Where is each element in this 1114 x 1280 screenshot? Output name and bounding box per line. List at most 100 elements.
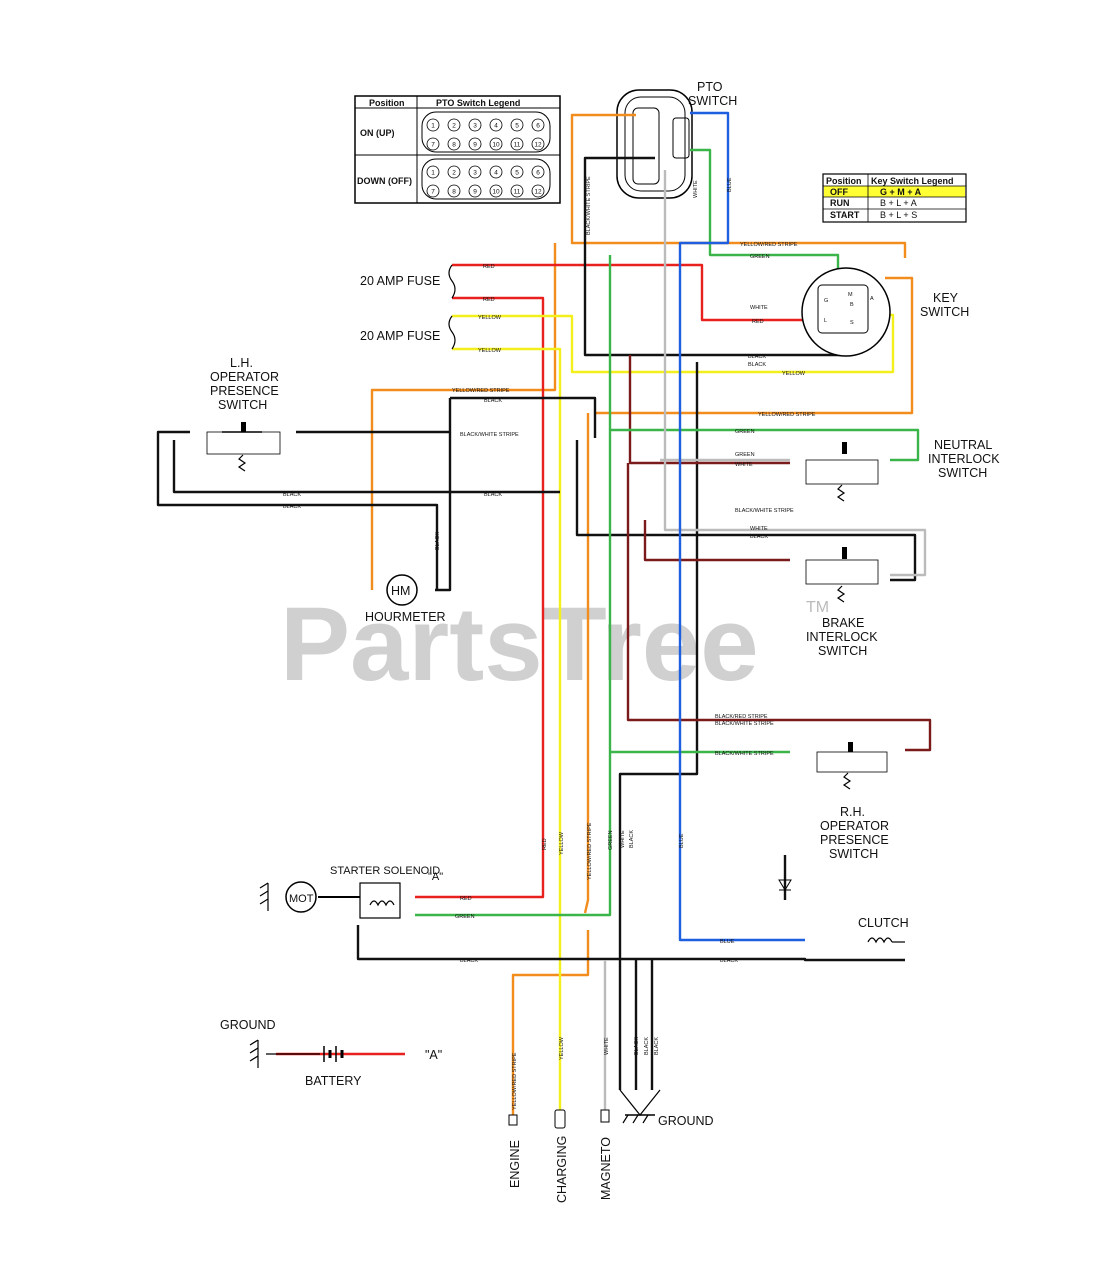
wire-label-white-v2: WHITE	[693, 180, 699, 198]
pto-pin	[447, 118, 461, 132]
hourmeter-symbol: HM	[391, 584, 410, 598]
watermark: PartsTree	[280, 586, 759, 703]
wire-label-black-1: BLACK	[484, 398, 502, 404]
key-pin-g: G	[824, 298, 828, 304]
pto-pin	[510, 137, 524, 151]
wire-label-black-white-v: BLACK/WHITE STRIPE	[586, 176, 592, 235]
wire-label-black-9: BLACK	[720, 958, 738, 964]
wire-label-white-1: WHITE	[750, 305, 768, 311]
pto-pin	[426, 184, 440, 198]
pto-pin	[489, 184, 503, 198]
wire-label-blue-v: BLUE	[679, 833, 685, 848]
neutral-interlock-switch: NEUTRAL INTERLOCK SWITCH	[805, 438, 1000, 502]
pto-pin-number: 4	[494, 123, 498, 130]
rh-switch-label-2: OPERATOR	[820, 819, 889, 833]
pto-pin-number: 12	[534, 142, 542, 149]
wire-label-black-v4: BLACK	[644, 1037, 650, 1055]
pto-pin-number: 10	[492, 142, 500, 149]
pto-pin	[447, 165, 461, 179]
wire-label-white-v3: WHITE	[604, 1037, 610, 1055]
starter-solenoid-label: STARTER SOLENOID	[330, 865, 440, 877]
key-legend-off: OFF	[830, 187, 848, 197]
pto-pin	[531, 137, 545, 151]
wire-label-black-white-2: BLACK/WHITE STRIPE	[735, 508, 794, 514]
wire-label-green-3: GREEN	[735, 452, 755, 458]
pto-legend-table: Position PTO Switch Legend ON (UP) DOWN …	[354, 95, 561, 204]
wire-label-black-4: BLACK	[484, 492, 502, 498]
key-legend-off-value: G + M + A	[880, 187, 922, 197]
pto-pin-number: 10	[492, 189, 500, 196]
wire-label-blue-v2: BLUE	[727, 177, 733, 192]
pto-pin	[489, 165, 503, 179]
pto-pin	[531, 184, 545, 198]
battery: GROUND BATTERY "A"	[220, 1018, 442, 1088]
wire-label-yellow-v: YELLOW	[559, 831, 565, 855]
wire-label-yellow-2: YELLOW	[478, 348, 502, 354]
pto-legend-row-down: DOWN (OFF)	[357, 176, 412, 186]
hourmeter-label: HOURMETER	[365, 610, 446, 624]
pto-pin-number: 2	[452, 123, 456, 130]
key-switch: G M B L A S KEY SWITCH	[801, 267, 969, 357]
pto-pin	[489, 137, 503, 151]
pto-pin-number: 3	[473, 123, 477, 130]
motor-symbol: MOT	[289, 893, 314, 905]
wire-label-black-v2: BLACK	[435, 532, 441, 550]
wire-label-yellow-v2: YELLOW	[559, 1036, 565, 1060]
pto-pin	[510, 165, 524, 179]
lh-switch-label-4: SWITCH	[218, 398, 267, 412]
pto-pin-number: 11	[514, 142, 521, 149]
wire-label-black-7: BLACK	[750, 534, 768, 540]
pto-pin-number: 1	[431, 123, 435, 130]
wire-label-red-1: RED	[483, 264, 495, 270]
wire-label-white-2: WHITE	[735, 462, 753, 468]
brake-switch-label-2: INTERLOCK	[806, 630, 878, 644]
pto-pin-number: 5	[515, 170, 519, 177]
key-legend-start: START	[830, 210, 860, 220]
wire-label-black-v5: BLACK	[654, 1037, 660, 1055]
wire-label-white-3: WHITE	[750, 526, 768, 532]
key-legend-table: Position Key Switch Legend OFF G + M + A…	[822, 173, 967, 223]
wire-label-red-3: RED	[752, 319, 764, 325]
pto-legend-row-on: ON (UP)	[360, 128, 395, 138]
pto-pin-number: 4	[494, 170, 498, 177]
pto-pin	[426, 118, 440, 132]
wire-label-yellow-red-2: YELLOW/RED STRIPE	[740, 242, 798, 248]
pto-pin-number: 7	[431, 142, 435, 149]
wire-label-black-3: BLACK	[283, 504, 301, 510]
pto-pin-number: 11	[514, 189, 521, 196]
wire-label-black-v: BLACK	[629, 830, 635, 848]
neutral-switch-label-3: SWITCH	[938, 466, 987, 480]
pto-pin-number: 2	[452, 170, 456, 177]
wire-label-red-2: RED	[483, 297, 495, 303]
lh-switch-label-3: PRESENCE	[210, 384, 279, 398]
pto-pin-number: 8	[452, 142, 456, 149]
battery-label: BATTERY	[305, 1074, 362, 1088]
pto-legend-header-title: PTO Switch Legend	[436, 98, 520, 108]
lh-switch-label-2: OPERATOR	[210, 370, 279, 384]
wire-label-red-4: RED	[460, 896, 472, 902]
key-pin-s: S	[850, 320, 854, 326]
pto-pin-number: 9	[473, 142, 477, 149]
starter-solenoid: MOT STARTER SOLENOID "A"	[259, 865, 443, 919]
key-legend-header-position: Position	[826, 176, 862, 186]
rh-operator-presence-switch: R.H. OPERATOR PRESENCE SWITCH	[816, 742, 889, 861]
neutral-switch-label-1: NEUTRAL	[934, 438, 992, 452]
key-legend-run: RUN	[830, 198, 850, 208]
charging-label: CHARGING	[555, 1136, 569, 1203]
wires	[156, 111, 932, 1115]
pto-switch-label-1: PTO	[697, 80, 723, 94]
wire-label-black-white-1: BLACK/WHITE STRIPE	[460, 432, 519, 438]
pto-legend-header-position: Position	[369, 98, 405, 108]
pto-pin	[510, 118, 524, 132]
solenoid-a-label: "A"	[428, 871, 443, 883]
pto-pin	[510, 184, 524, 198]
wire-label-white-v: WHITE	[620, 830, 626, 848]
wire-label-yellow-red-v2: YELLOW/RED STRIPE	[512, 1052, 518, 1110]
wire-label-red-v: RED	[542, 838, 548, 850]
clutch-label: CLUTCH	[858, 916, 909, 930]
wire-label-yellow-1: YELLOW	[478, 315, 502, 321]
wire-label-green-4: GREEN	[455, 914, 475, 920]
key-pin-m: M	[848, 292, 853, 298]
hourmeter: HM HOURMETER	[365, 574, 446, 624]
